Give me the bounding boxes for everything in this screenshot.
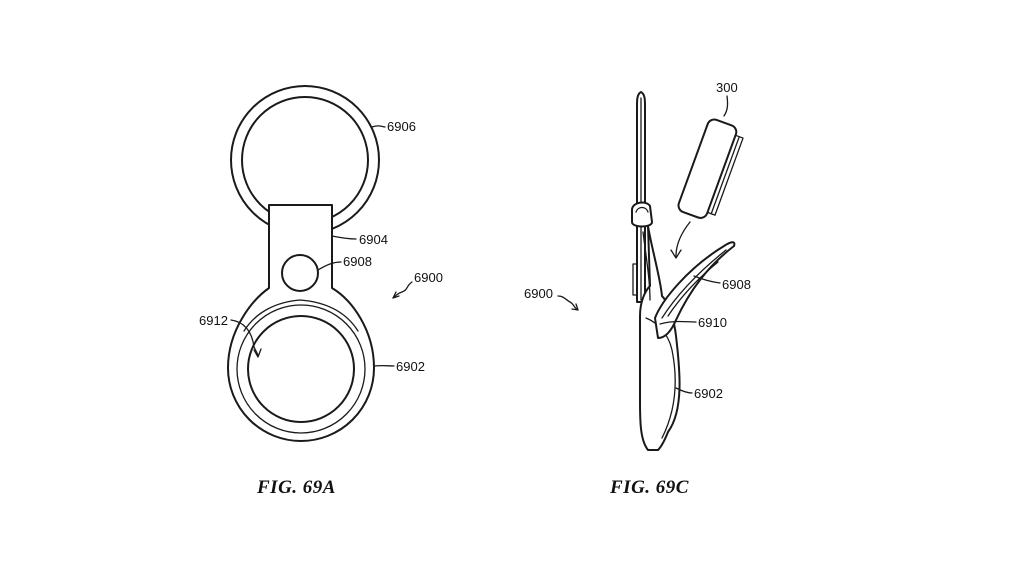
- label-6906: 6906: [387, 119, 416, 134]
- arrow-6912: [253, 346, 262, 358]
- label-6912: 6912: [199, 313, 228, 328]
- label-6908-a: 6908: [343, 254, 372, 269]
- figure-69c: 300 6908 6900 6910 6902 FIG. 69C: [524, 80, 751, 498]
- tracker-device: [677, 118, 744, 219]
- leader-lines-69a: [230, 125, 395, 367]
- label-6900-a: 6900: [414, 270, 443, 285]
- figure-69a: 6906 6904 6908 6900 6912 6902 FIG. 69A: [199, 85, 443, 498]
- arrow-6900-a: [392, 281, 413, 299]
- holder-outline: [227, 204, 375, 442]
- arrow-6900-c: [557, 295, 579, 311]
- label-300: 300: [716, 80, 738, 95]
- label-6902-c: 6902: [694, 386, 723, 401]
- label-6904: 6904: [359, 232, 388, 247]
- label-6908-c: 6908: [722, 277, 751, 292]
- button-stud: [281, 254, 319, 292]
- holder-opening: [247, 315, 355, 423]
- insertion-arrow: [670, 221, 691, 259]
- holder-loop-rim: [236, 304, 366, 434]
- caption-fig-69a: FIG. 69A: [256, 477, 336, 498]
- holder-inner-rim: [243, 299, 359, 332]
- label-6902-a: 6902: [396, 359, 425, 374]
- label-6910: 6910: [698, 315, 727, 330]
- flap-side: [654, 241, 736, 339]
- label-6900-c: 6900: [524, 286, 553, 301]
- caption-fig-69c: FIG. 69C: [609, 477, 689, 498]
- strap-loop-side: [631, 201, 653, 228]
- leader-lines-69c: [659, 95, 729, 394]
- key-ring-side: [632, 91, 646, 303]
